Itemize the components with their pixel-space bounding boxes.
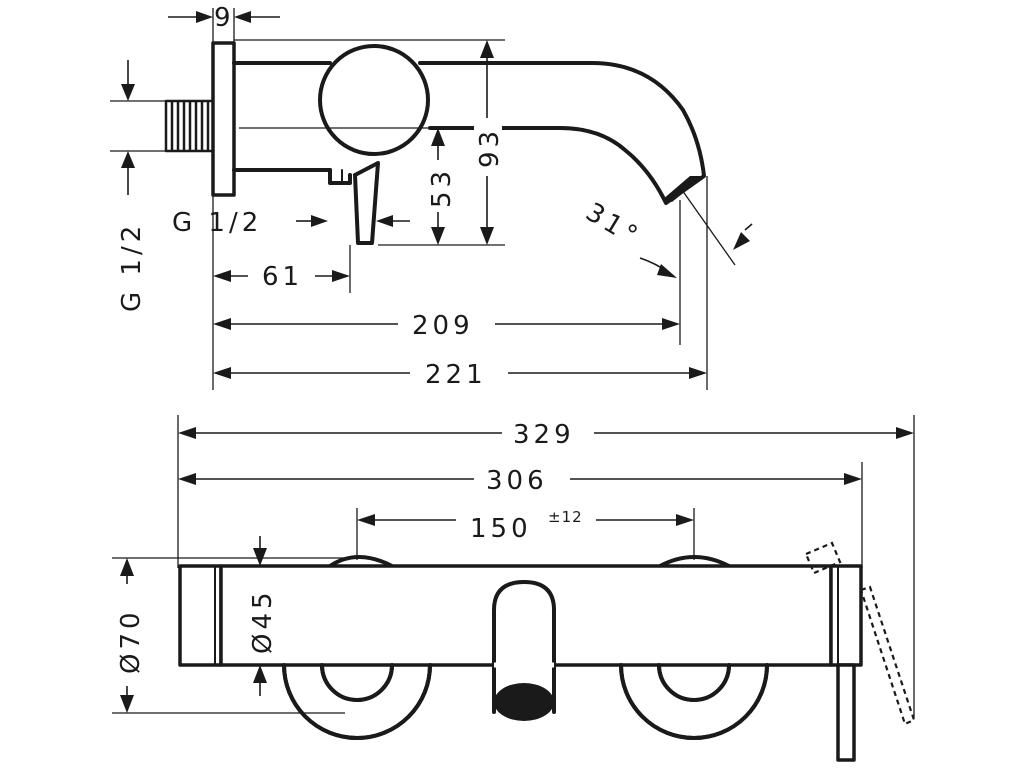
lever-front — [836, 663, 856, 762]
lever-alt-position — [804, 541, 916, 726]
spout-outlet-front — [494, 683, 554, 721]
label-53: 53 — [427, 167, 457, 208]
dim-diameter-45: Ø45 — [248, 536, 278, 696]
dim-lever-offset: 61 — [213, 262, 350, 292]
end-cap-right — [829, 564, 863, 667]
label-209: 209 — [412, 311, 474, 341]
label-329: 329 — [513, 420, 575, 450]
dim-spout-angle: 31° — [580, 197, 753, 278]
label-thread-right: G 1/2 — [172, 208, 262, 238]
dim-height-93: 93 — [474, 40, 505, 245]
dim-diameter-70: Ø70 — [116, 558, 146, 713]
label-9: 9 — [214, 3, 231, 33]
dim-thread-left: G 1/2 — [117, 60, 147, 312]
label-61: 61 — [262, 262, 303, 292]
dim-height-53: 53 — [424, 128, 457, 245]
spout-side — [418, 61, 706, 205]
label-31-deg: 31° — [580, 197, 645, 253]
spout-outlet — [662, 176, 704, 202]
front-view — [112, 415, 916, 762]
label-150: 150 — [470, 514, 532, 544]
dim-flange-thickness: 9 — [168, 3, 280, 33]
wall-flange — [211, 41, 236, 197]
handle-knob — [318, 44, 430, 156]
dim-projection-221: 221 — [213, 360, 707, 390]
label-306: 306 — [486, 466, 548, 496]
dim-centres: 150 ±12 — [357, 508, 694, 544]
label-150-tolerance: ±12 — [548, 508, 583, 526]
label-221: 221 — [425, 360, 487, 390]
threaded-connector — [164, 99, 215, 153]
mixer-body-side — [232, 61, 332, 172]
dim-total-width: 329 — [178, 420, 914, 450]
label-diameter-70: Ø70 — [116, 608, 146, 674]
side-view — [110, 8, 736, 390]
label-93: 93 — [475, 127, 505, 168]
label-diameter-45: Ø45 — [248, 588, 278, 654]
dim-thread-right: G 1/2 — [172, 208, 410, 238]
lever-side — [328, 161, 380, 245]
dim-projection-209: 209 — [213, 311, 680, 341]
spout-front — [492, 580, 556, 714]
dim-body-width: 306 — [178, 466, 862, 496]
label-thread-left: G 1/2 — [117, 222, 147, 312]
